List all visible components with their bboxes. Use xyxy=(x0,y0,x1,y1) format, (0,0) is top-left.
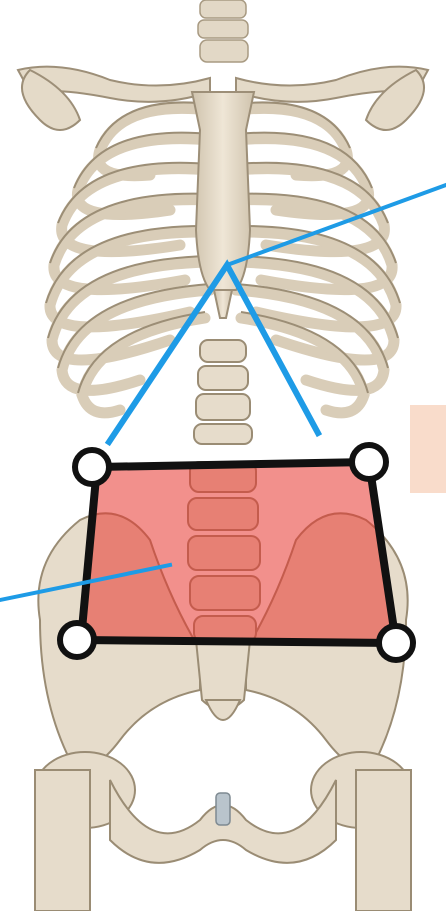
thoracolumbar-spine xyxy=(194,340,252,444)
top-left-handle-icon[interactable] xyxy=(75,450,109,484)
highlighted-region[interactable] xyxy=(81,462,396,643)
bottom-left-handle-icon[interactable] xyxy=(60,623,94,657)
pubic-symphysis xyxy=(216,793,230,825)
side-panel xyxy=(410,405,446,493)
bottom-right-handle-icon[interactable] xyxy=(379,626,413,660)
top-right-handle-icon[interactable] xyxy=(352,445,386,479)
cervical-spine xyxy=(198,0,248,62)
